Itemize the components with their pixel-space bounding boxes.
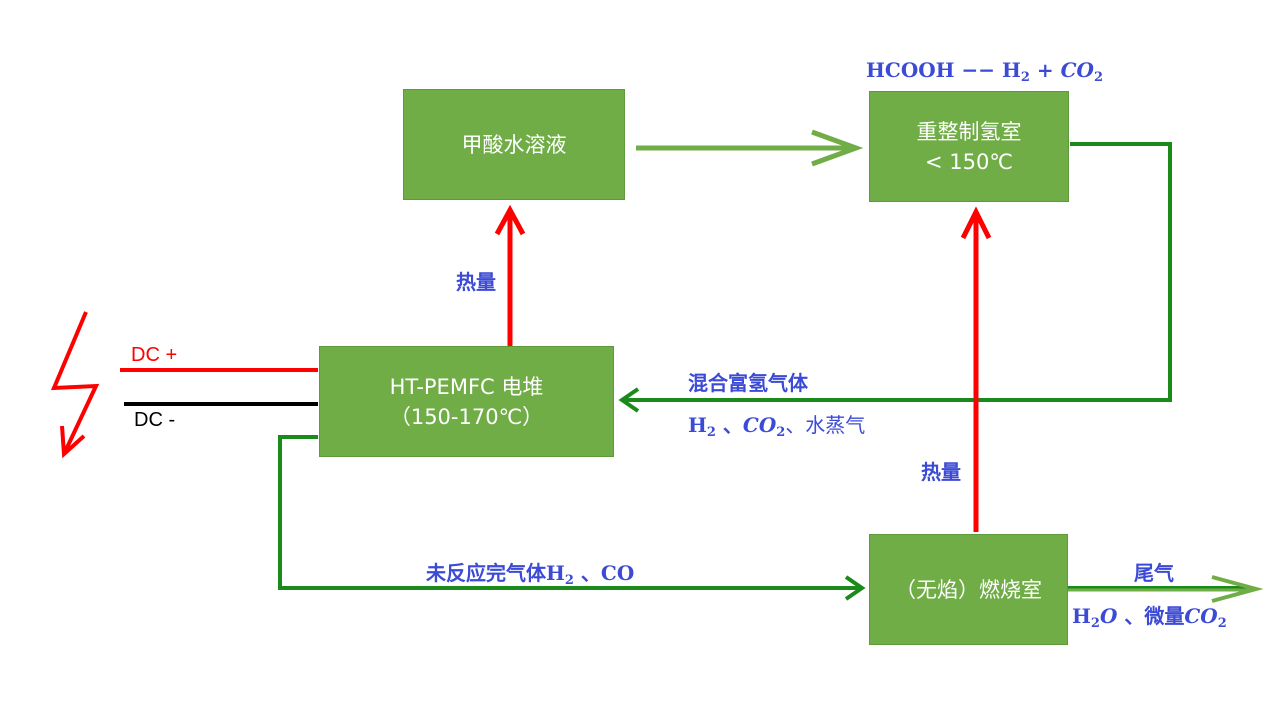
reformer-temperature: < 150℃ (925, 149, 1013, 174)
reformer-box: 重整制氢室 < 150℃ (869, 91, 1069, 202)
fuel-cell-stack-temperature: （150-170℃） (389, 404, 544, 429)
reformer-label: 重整制氢室 (916, 119, 1022, 144)
arrowhead-reformer-to-fuelcell (618, 387, 640, 413)
heat-label-combustor: 热量 (921, 460, 961, 484)
unreacted-gas-label: 未反应完气体H2 、CO (426, 561, 635, 588)
fuel-cell-stack-label: HT-PEMFC 电堆 (389, 374, 544, 399)
arrow-reformer-to-fuelcell (624, 142, 1172, 402)
heat-arrowhead-fuelcell (494, 204, 526, 236)
arrow-fuelcell-to-combustor (278, 435, 862, 590)
formic-acid-solution-box: 甲酸水溶液 (403, 89, 625, 200)
mixed-gas-components: H2 、CO2、水蒸气 (688, 413, 866, 440)
lightning-bolt-tip (60, 425, 86, 459)
arrowhead-exhaust (1211, 575, 1264, 603)
heat-arrowhead-combustor (960, 206, 992, 240)
arrowhead-solution-to-reformer (811, 129, 864, 167)
reaction-equation: HCOOH −− H2 + CO2 (866, 58, 1104, 85)
lightning-bolt-icon (50, 311, 100, 455)
arrowhead-fuelcell-to-combustor (844, 575, 866, 601)
heat-label-fuelcell: 热量 (456, 270, 496, 294)
combustor-label: （无焰）燃烧室 (895, 577, 1042, 602)
exhaust-label: 尾气 (1134, 561, 1174, 585)
mixed-gas-label: 混合富氢气体 (688, 371, 808, 395)
dc-minus-label: DC - (134, 409, 176, 431)
fuel-cell-stack-box: HT-PEMFC 电堆 （150-170℃） (319, 346, 614, 457)
combustor-box: （无焰）燃烧室 (869, 534, 1068, 645)
exhaust-components: H2O 、微量CO2 (1072, 604, 1227, 631)
dc-plus-label: DC + (131, 344, 178, 366)
formic-acid-solution-label: 甲酸水溶液 (461, 132, 567, 157)
